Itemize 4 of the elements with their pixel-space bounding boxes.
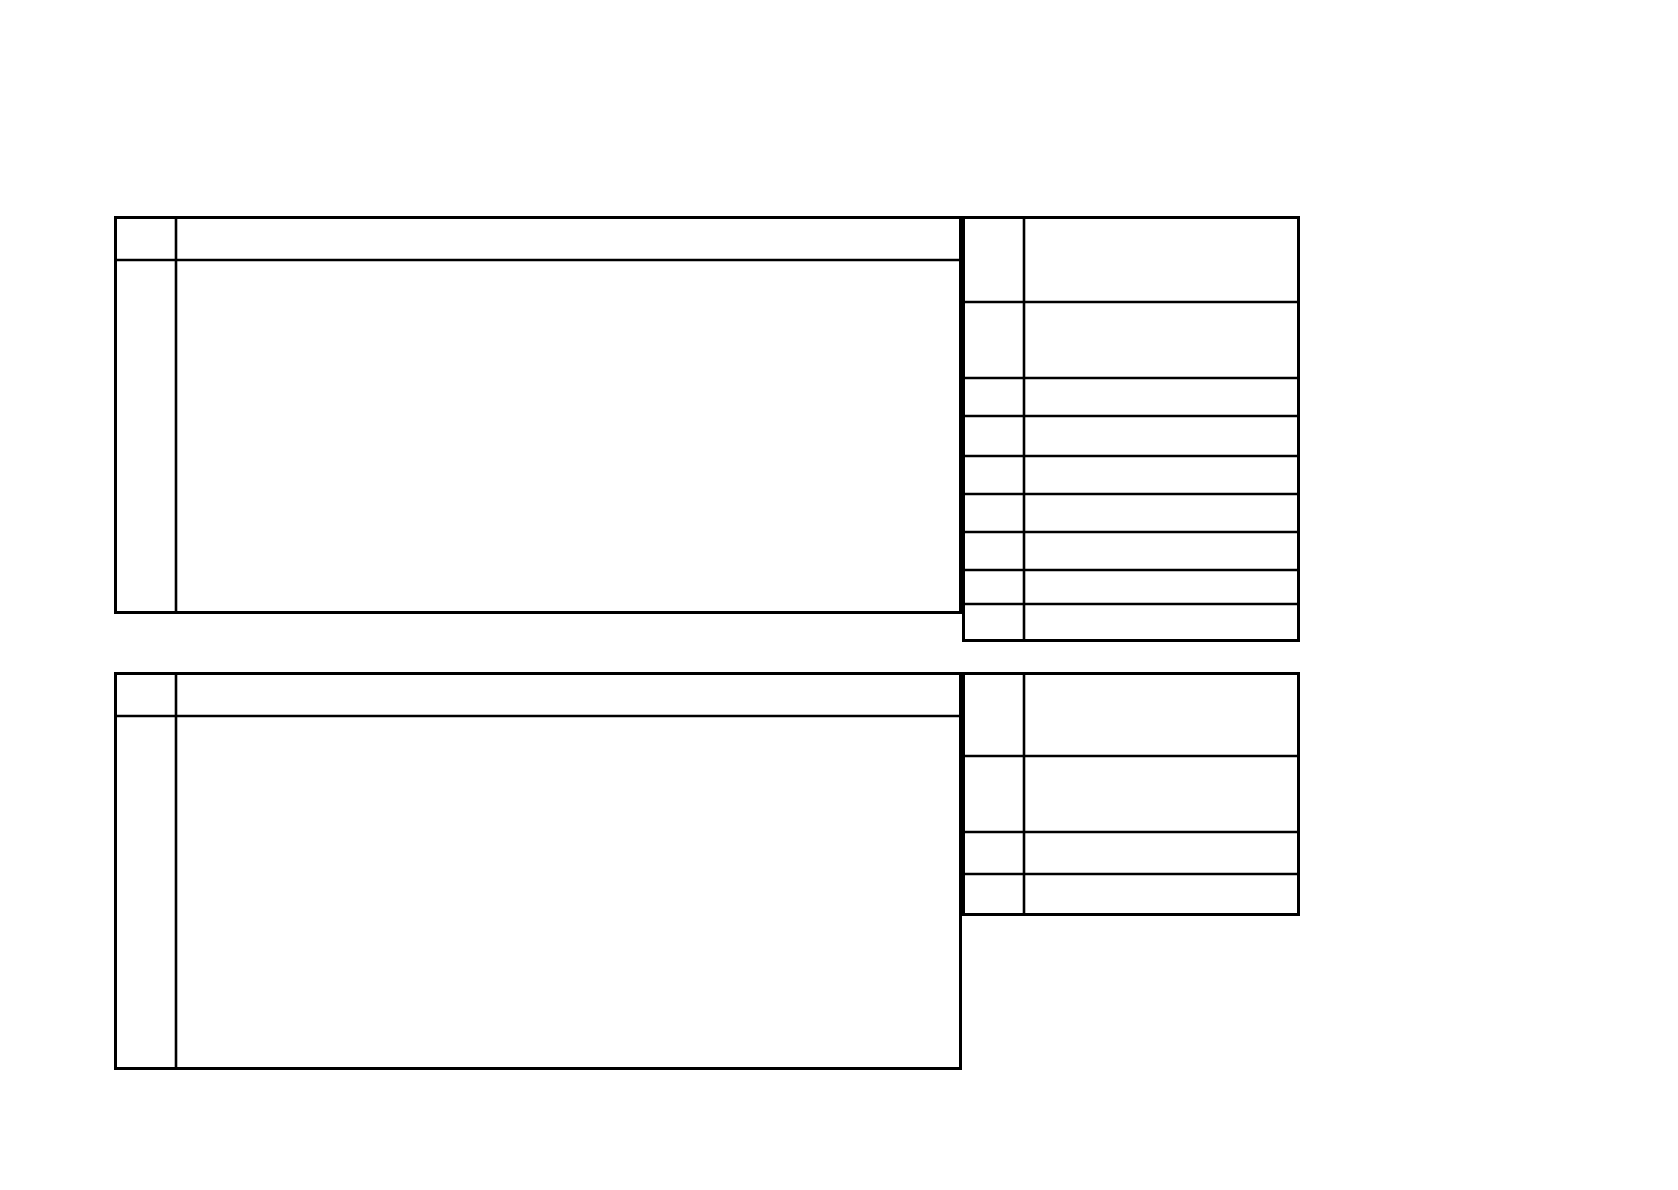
empty-table bbox=[962, 672, 1300, 916]
empty-table bbox=[114, 216, 962, 614]
empty-table bbox=[114, 672, 962, 1070]
empty-table bbox=[962, 216, 1300, 642]
